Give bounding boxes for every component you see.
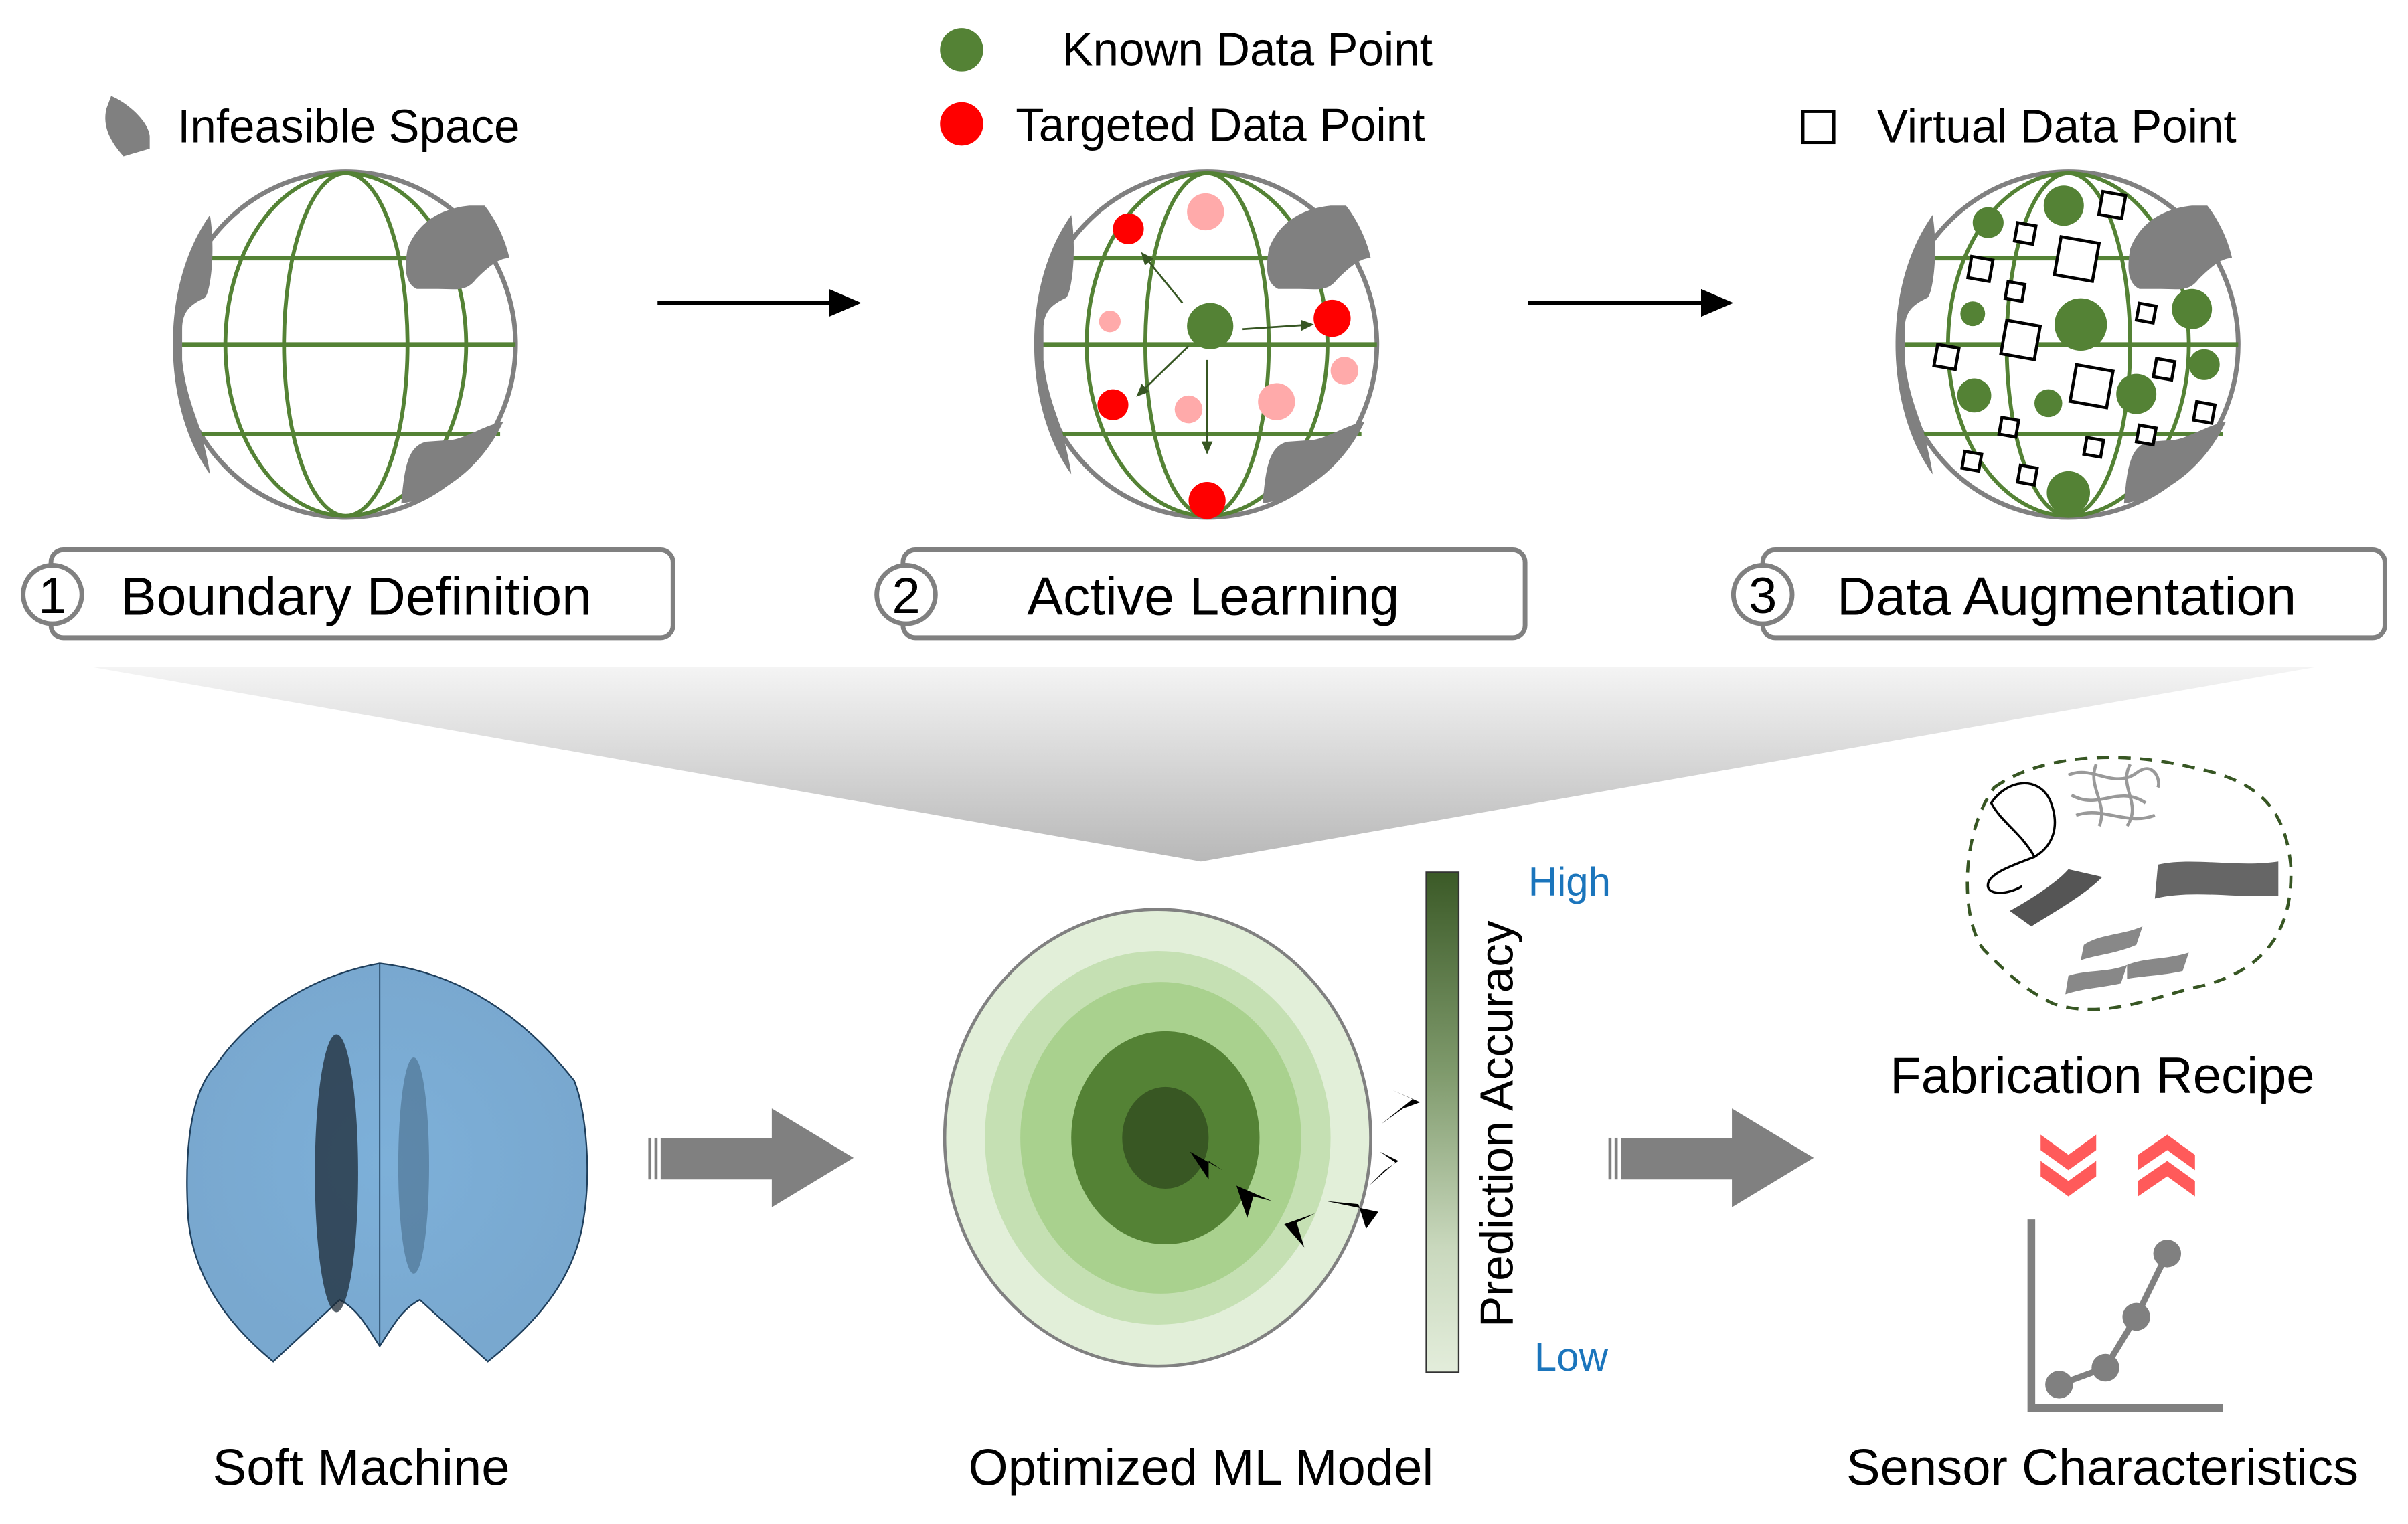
sensor-label: Sensor Characteristics: [1846, 1440, 2358, 1497]
fabrication-materials-cloud: [1965, 756, 2293, 1011]
arrow-soft-to-ml: [648, 1108, 854, 1207]
soft-machine-shape: [186, 962, 588, 1363]
nanotube-icon: [1986, 782, 2057, 894]
arrow-ml-to-fabrication: [1608, 1108, 1814, 1207]
step-label: Active Learning: [1027, 566, 1399, 626]
rough-film-icon: [2154, 861, 2279, 899]
virtual-point-icon: [1801, 110, 1836, 145]
globe-data-augmentation: [1895, 172, 2238, 517]
step-number: 1: [38, 568, 66, 624]
ml-model-target: [943, 908, 1421, 1368]
legend-known-label: Known Data Point: [1062, 23, 1433, 75]
legend-virtual: Virtual Data Point: [1801, 100, 2237, 153]
step-box-1: 1 Boundary Definition: [21, 547, 675, 641]
step-label: Boundary Definition: [121, 566, 592, 626]
step-label: Data Augmentation: [1837, 566, 2296, 626]
step-box-2: 2 Active Learning: [874, 547, 1528, 641]
film-icon: [2010, 869, 2103, 927]
fabrication-label: Fabrication Recipe: [1890, 1047, 2314, 1104]
legend-infeasible: Infeasible Space: [105, 96, 520, 157]
legend-targeted-label: Targeted Data Point: [1016, 98, 1425, 151]
colorbar-low-label: Low: [1534, 1335, 1609, 1379]
funnel-shape: [92, 667, 2316, 862]
globe-active-learning: [1034, 172, 1377, 519]
step-number: 2: [892, 568, 920, 624]
soft-machine-label: Soft Machine: [213, 1440, 510, 1497]
colorbar-title: Prediction Accuracy: [1471, 920, 1523, 1327]
step-number-badge: [1731, 563, 1795, 626]
legend-targeted: Targeted Data Point: [940, 98, 1425, 151]
colorbar-high-label: High: [1528, 859, 1611, 904]
targeted-point: [1313, 299, 1351, 337]
prediction-accuracy-colorbar: Prediction Accuracy High Low: [1425, 859, 1611, 1379]
flake-icon: [2065, 926, 2189, 995]
targeted-point: [1113, 213, 1144, 244]
legend-infeasible-label: Infeasible Space: [177, 100, 519, 153]
step-box-3: 3 Data Augmentation: [1731, 547, 2387, 641]
step-number: 3: [1749, 568, 1777, 624]
step-number-badge: [21, 563, 84, 626]
chevron-down-icon: [2040, 1134, 2097, 1197]
sensor-chart-icon: [2027, 1219, 2223, 1412]
chevron-up-icon: [2138, 1134, 2195, 1197]
nanowire-mesh-icon: [2067, 763, 2160, 827]
targeted-point-icon: [940, 102, 983, 146]
legend-virtual-label: Virtual Data Point: [1877, 100, 2237, 153]
step-number-badge: [874, 563, 938, 626]
ml-model-label: Optimized ML Model: [968, 1440, 1433, 1497]
targeted-point: [1188, 482, 1226, 519]
globe-boundary-definition: [173, 172, 515, 517]
known-point-icon: [940, 28, 983, 72]
legend-known: Known Data Point: [940, 23, 1433, 75]
infeasible-space-icon: [105, 96, 150, 157]
known-point: [1187, 303, 1234, 349]
targeted-point: [1097, 389, 1129, 420]
